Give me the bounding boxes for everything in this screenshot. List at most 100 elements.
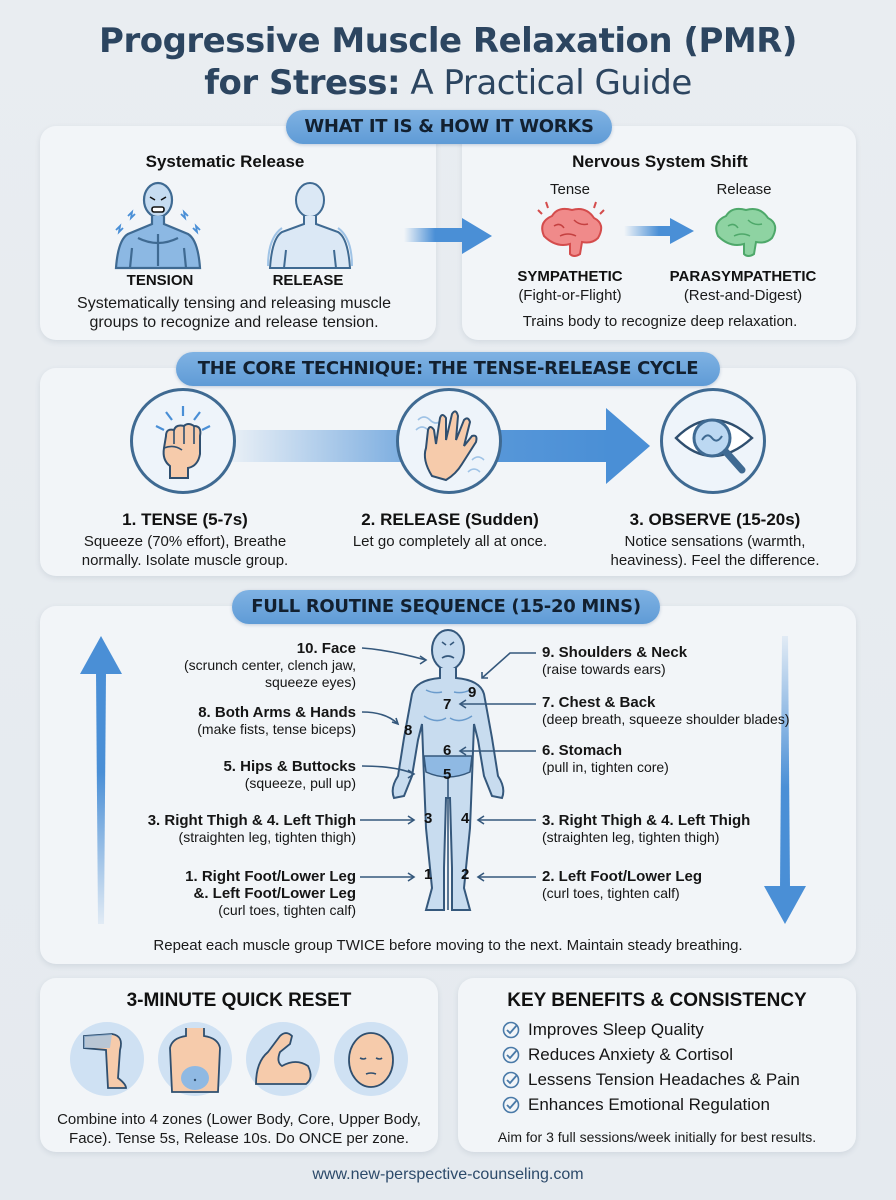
label-stomach-sub: (pull in, tighten core) [542, 759, 669, 775]
label-arms-hands: 8. Both Arms & Hands (make fists, tense … [150, 704, 356, 738]
systematic-release-card [40, 126, 436, 340]
benefit-text: Enhances Emotional Regulation [528, 1095, 770, 1114]
check-circle-icon [502, 1046, 520, 1064]
label-shoulders-title: 9. Shoulders & Neck [542, 644, 688, 661]
benefit-item: Improves Sleep Quality [502, 1020, 704, 1040]
quick-reset-desc-1: Combine into 4 zones (Lower Body, Core, … [57, 1111, 421, 1128]
label-thighs-right-sub: (straighten leg, tighten thigh) [542, 829, 720, 845]
body-number-4: 4 [461, 810, 470, 827]
arrow-right-icon [404, 218, 492, 254]
open-hand-icon [415, 410, 485, 482]
nervous-system-description: Trains body to recognize deep relaxation… [522, 313, 798, 330]
label-feet-left-title-2: &. Left Foot/Lower Leg [193, 885, 357, 902]
zone-core [158, 1022, 232, 1096]
section-pill-what-it-is: WHAT IT IS & HOW IT WORKS [286, 110, 612, 144]
check-circle-icon [502, 1071, 520, 1089]
quick-reset-heading: 3-MINUTE QUICK RESET [126, 990, 352, 1011]
fist-icon [155, 406, 211, 479]
label-hips-sub: (squeeze, pull up) [244, 775, 356, 791]
label-face-sub-1: (scrunch center, clench jaw, [184, 657, 356, 673]
label-feet-right: 2. Left Foot/Lower Leg (curl toes, tight… [542, 868, 782, 902]
body-number-1: 1 [424, 866, 433, 883]
tense-label: Tense [549, 181, 591, 198]
step-3-desc-2: heaviness). Feel the difference. [610, 552, 820, 569]
footer-url[interactable]: www.new-perspective-counseling.com [312, 1166, 584, 1183]
zone-lower-body [70, 1022, 144, 1096]
body-number-3: 3 [424, 810, 433, 827]
human-body-diagram [391, 629, 505, 911]
progress-down-arrow-icon [764, 636, 806, 924]
progress-up-arrow-icon [80, 636, 122, 924]
label-thighs-left-title: 3. Right Thigh & 4. Left Thigh [147, 812, 356, 829]
label-chest-title: 7. Chest & Back [542, 694, 656, 711]
parasympathetic-label: PARASYMPATHETIC [669, 268, 817, 285]
label-face: 10. Face (scrunch center, clench jaw, sq… [150, 640, 356, 691]
zone-upper-body [246, 1022, 320, 1096]
release-figure-icon [267, 182, 353, 269]
label-arms-sub: (make fists, tense biceps) [197, 721, 356, 737]
label-stomach-title: 6. Stomach [542, 742, 623, 759]
label-shoulders-sub: (raise towards ears) [542, 661, 666, 677]
key-benefits-heading: KEY BENEFITS & CONSISTENCY [507, 990, 807, 1011]
relaxed-brain-icon [715, 207, 777, 257]
benefit-text: Reduces Anxiety & Cortisol [528, 1045, 734, 1064]
label-feet-right-title: 2. Left Foot/Lower Leg [542, 868, 702, 885]
flexed-arm-icon [255, 1032, 312, 1085]
release-state-label: Release [716, 181, 772, 198]
label-feet-left-title: 1. Right Foot/Lower Leg [185, 868, 356, 885]
body-number-9: 9 [468, 684, 477, 701]
tension-figure-icon [114, 181, 202, 270]
step-1-desc-1: Squeeze (70% effort), Breathe [83, 533, 287, 550]
benefit-item: Enhances Emotional Regulation [502, 1095, 770, 1115]
label-arms-title: 8. Both Arms & Hands [198, 704, 356, 721]
section-pill-full-routine: FULL ROUTINE SEQUENCE (15-20 MINS) [232, 590, 660, 624]
step-1-desc-2: normally. Isolate muscle group. [81, 552, 289, 569]
benefit-text: Improves Sleep Quality [528, 1020, 704, 1039]
body-number-6: 6 [443, 742, 452, 759]
step-3-desc-1: Notice sensations (warmth, [624, 533, 806, 550]
eye-magnifier-icon [674, 418, 754, 474]
face-icon [348, 1032, 394, 1088]
check-circle-icon [502, 1021, 520, 1039]
release-label: RELEASE [272, 272, 344, 289]
label-thighs-left: 3. Right Thigh & 4. Left Thigh (straight… [110, 812, 356, 846]
label-thighs-left-sub: (straighten leg, tighten thigh) [178, 829, 356, 845]
section-pill-core-technique: THE CORE TECHNIQUE: THE TENSE-RELEASE CY… [176, 352, 720, 386]
benefit-text: Lessens Tension Headaches & Pain [528, 1070, 800, 1089]
label-feet-left-sub: (curl toes, tighten calf) [218, 902, 356, 918]
key-benefits-note: Aim for 3 full sessions/week initially f… [497, 1129, 817, 1145]
sympathetic-label: SYMPATHETIC [517, 268, 623, 285]
nervous-system-heading: Nervous System Shift [572, 152, 748, 171]
step-1-title: 1. TENSE (5-7s) [122, 510, 248, 529]
check-circle-icon [502, 1096, 520, 1114]
tension-label: TENSION [126, 272, 194, 289]
arrow-right-small-icon [624, 218, 694, 244]
stressed-brain-icon [537, 201, 605, 257]
label-hips-buttocks: 5. Hips & Buttocks (squeeze, pull up) [150, 758, 356, 792]
key-benefits-card [458, 978, 856, 1152]
zone-face [334, 1022, 408, 1096]
label-thighs-right: 3. Right Thigh & 4. Left Thigh (straight… [542, 812, 782, 846]
label-face-sub-2: squeeze eyes) [264, 674, 356, 690]
page-title: Progressive Muscle Relaxation (PMR) for … [0, 20, 896, 104]
label-chest-sub: (deep breath, squeeze shoulder blades) [542, 711, 790, 727]
label-thighs-right-title: 3. Right Thigh & 4. Left Thigh [542, 812, 751, 829]
label-feet-right-sub: (curl toes, tighten calf) [542, 885, 680, 901]
label-face-title: 10. Face [296, 640, 356, 657]
leg-icon [83, 1033, 127, 1089]
label-stomach: 6. Stomach (pull in, tighten core) [542, 742, 782, 776]
sympathetic-sub: (Fight-or-Flight) [518, 287, 622, 304]
quick-reset-desc-2: Face). Tense 5s, Release 10s. Do ONCE pe… [69, 1130, 409, 1147]
title-line-2-light: A Practical Guide [400, 63, 692, 103]
label-hips-title: 5. Hips & Buttocks [223, 758, 356, 775]
benefit-item: Reduces Anxiety & Cortisol [502, 1045, 733, 1065]
systematic-release-heading: Systematic Release [145, 152, 305, 171]
step-2-desc-1: Let go completely all at once. [352, 533, 548, 550]
body-number-2: 2 [461, 866, 470, 883]
body-number-7: 7 [443, 696, 452, 713]
body-number-8: 8 [404, 722, 413, 739]
title-line-1: Progressive Muscle Relaxation (PMR) [99, 21, 797, 61]
step-3-title: 3. OBSERVE (15-20s) [629, 510, 801, 529]
title-line-2-bold: for Stress: [204, 63, 401, 103]
title-line-2: for Stress: A Practical Guide [0, 62, 896, 104]
